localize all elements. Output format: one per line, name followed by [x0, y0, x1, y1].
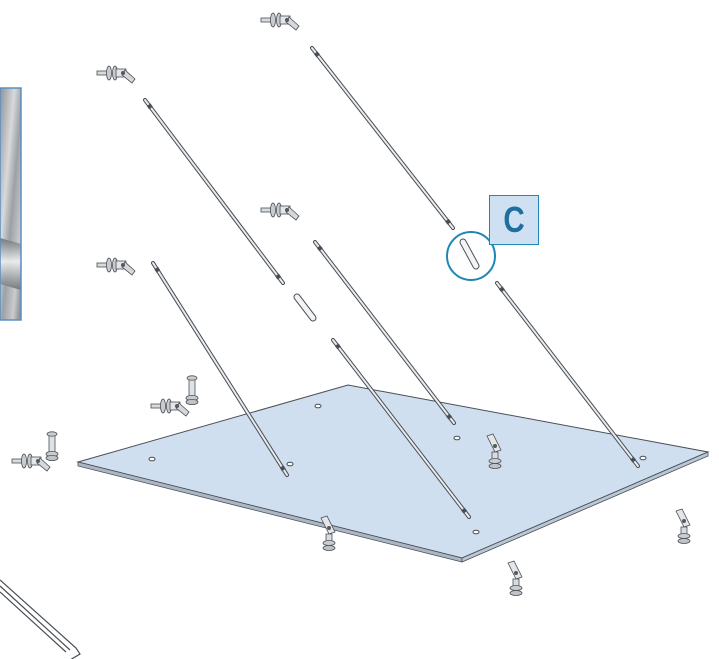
floor-mounts — [320, 433, 691, 596]
inset-photo — [0, 87, 22, 321]
mounting-pin — [11, 453, 51, 472]
panel-holes — [148, 403, 647, 535]
rod-connector — [459, 238, 480, 270]
standing-pin — [45, 431, 59, 461]
tension-rod — [331, 338, 471, 519]
tension-rod — [495, 281, 640, 468]
tension-rods — [143, 46, 640, 519]
tension-rod — [310, 46, 455, 230]
mounting-pin — [150, 398, 190, 417]
tension-rod — [143, 98, 285, 285]
mounting-pin — [260, 12, 300, 31]
callout-letter: C — [503, 199, 525, 240]
panel-hole — [286, 461, 294, 467]
floor-mount — [675, 508, 691, 544]
tension-rod — [313, 240, 456, 425]
floor-mount — [507, 560, 523, 596]
angle-bracket — [0, 579, 81, 659]
panel-hole — [639, 455, 647, 461]
panel-hole — [472, 529, 480, 535]
mounting-pins — [11, 12, 300, 472]
floor-mount — [486, 433, 502, 469]
floor-mount — [320, 515, 336, 551]
mounting-pin — [260, 202, 300, 221]
standing-pin — [185, 375, 199, 405]
rod-connectors — [293, 238, 480, 322]
base-panel — [76, 384, 710, 563]
rod-connector — [293, 293, 317, 322]
panel-hole — [453, 435, 461, 441]
tension-rod — [151, 261, 289, 477]
mounting-pin — [96, 65, 136, 84]
callout-label-c: C — [489, 195, 539, 245]
mounting-pin — [96, 257, 136, 276]
panel-hole — [148, 456, 156, 462]
panel-hole — [314, 403, 322, 409]
